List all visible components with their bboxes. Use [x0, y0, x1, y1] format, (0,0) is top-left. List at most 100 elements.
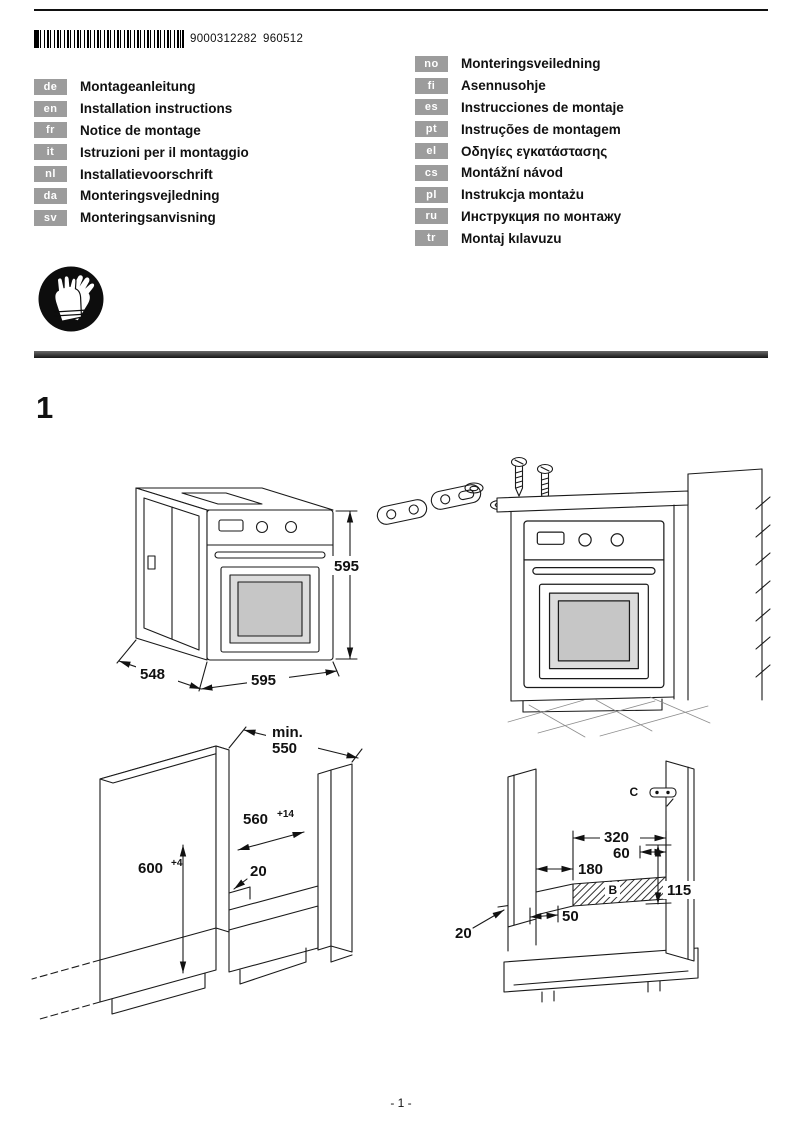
language-row: fi Asennusohje	[415, 75, 624, 97]
language-code-badge: da	[34, 187, 67, 204]
figure-1-diagrams: 595 595 548	[31, 456, 771, 1020]
language-code-badge: ru	[415, 208, 448, 225]
gloves-glyph	[53, 275, 95, 322]
language-title: Инструкция по монтажу	[461, 208, 622, 224]
installed-oven-front	[523, 520, 665, 689]
page-number: - 1 -	[390, 1096, 412, 1110]
dim-60: 60	[613, 845, 630, 862]
language-title: Montaj kılavuzu	[461, 230, 562, 246]
language-row: tr Montaj kılavuzu	[415, 227, 624, 249]
language-title: Monteringsveiledning	[461, 56, 601, 72]
niche-dimension-drawing: min. 550 560 +14 20 600 +4	[31, 722, 363, 1020]
oven-side-latch	[147, 555, 156, 570]
barcode	[34, 30, 184, 48]
barcode-number: 9000312282	[190, 33, 257, 45]
dim-rear-gap: 20	[250, 863, 267, 880]
language-code-badge: es	[415, 99, 448, 116]
language-title: Installation instructions	[80, 101, 233, 117]
language-title: Instrukcja montażu	[461, 187, 585, 203]
language-title: Asennusohje	[461, 78, 546, 94]
language-title: Οδηγίες εγκατάστασης	[461, 143, 608, 159]
oven-top-vent	[181, 492, 263, 505]
language-row: es Instrucciones de montaje	[415, 97, 624, 119]
bracket-detail-icon	[649, 787, 677, 798]
language-code-badge: fr	[34, 122, 67, 139]
language-row: pt Instruções de montagem	[415, 118, 624, 140]
top-rule	[34, 9, 768, 11]
language-title: Monteringsvejledning	[80, 188, 220, 204]
label-c: C	[630, 785, 639, 799]
cabinet-right-wall	[317, 769, 332, 951]
language-row: en Installation instructions	[34, 98, 249, 120]
oven-dimension-drawing: 595 595 548	[116, 487, 368, 692]
language-code-badge: it	[34, 144, 67, 161]
figure-number: 1	[36, 390, 54, 425]
language-code-badge: tr	[415, 230, 448, 247]
language-row: nl Installatievoorschrift	[34, 163, 249, 185]
niche-rear-detail-drawing: C 320 60 180 115	[455, 760, 699, 1003]
wall-hatching	[755, 496, 771, 678]
mounting-hardware-drawing	[376, 456, 554, 525]
dim-niche-depth: 560	[243, 811, 268, 828]
language-list-right: no Monteringsveiledning fi Asennusohje e…	[415, 53, 624, 249]
dim-niche-height-tolerance: +4	[171, 858, 183, 869]
language-title: Installatievoorschrift	[80, 166, 213, 182]
language-title: Instruções de montagem	[461, 121, 621, 137]
dim-min-width: 550	[272, 740, 297, 757]
language-title: Istruzioni per il montaggio	[80, 144, 249, 160]
language-code-badge: pl	[415, 186, 448, 203]
language-row: no Monteringsveiledning	[415, 53, 624, 75]
language-row: sv Monteringsanvisning	[34, 207, 249, 229]
left-side-panel	[507, 768, 537, 928]
language-code-badge: sv	[34, 209, 67, 226]
oven-side-panel	[143, 497, 200, 651]
continuation-dashed-line	[31, 959, 101, 980]
language-row: da Monteringsvejledning	[34, 185, 249, 207]
dim-oven-depth: 548	[140, 666, 165, 683]
language-title: Montážní návod	[461, 165, 563, 181]
language-title: Montageanleitung	[80, 79, 196, 95]
language-row: ru Инструкция по монтажу	[415, 206, 624, 228]
language-code-badge: nl	[34, 166, 67, 183]
language-code-badge: fi	[415, 77, 448, 94]
installed-oven-drawing	[496, 468, 771, 738]
section-divider-bar	[34, 351, 768, 358]
language-row: de Montageanleitung	[34, 76, 249, 98]
countertop	[496, 490, 689, 513]
dim-min-label: min.	[272, 724, 303, 741]
language-row: fr Notice de montage	[34, 120, 249, 142]
language-code-badge: el	[415, 143, 448, 160]
language-row: it Istruzioni per il montaggio	[34, 141, 249, 163]
dim-20: 20	[455, 925, 472, 942]
mounting-bracket	[376, 499, 428, 525]
language-row: cs Montážní návod	[415, 162, 624, 184]
washer	[464, 482, 484, 494]
mounting-bracket	[430, 484, 482, 510]
floor-tiles	[507, 696, 711, 738]
base-platform	[503, 947, 699, 993]
dim-oven-width: 595	[251, 672, 276, 689]
protective-gloves-icon	[38, 266, 104, 332]
label-b: B	[609, 883, 618, 897]
oven-front-face	[206, 509, 334, 661]
language-row: pl Instrukcja montażu	[415, 184, 624, 206]
dim-180: 180	[578, 861, 603, 878]
screw	[510, 456, 528, 497]
dim-320: 320	[604, 829, 629, 846]
language-row: el Οδηγίες εγκατάστασης	[415, 140, 624, 162]
language-title: Monteringsanvisning	[80, 210, 216, 226]
language-list-left: de Montageanleitung en Installation inst…	[34, 76, 249, 229]
language-code-badge: no	[415, 55, 448, 72]
dim-50: 50	[562, 908, 579, 925]
language-title: Instrucciones de montaje	[461, 99, 624, 115]
dim-oven-height: 595	[334, 558, 359, 575]
dim-115: 115	[667, 882, 691, 899]
language-code-badge: cs	[415, 164, 448, 181]
language-title: Notice de montage	[80, 122, 201, 138]
language-code-badge: de	[34, 78, 67, 95]
language-code-badge: pt	[415, 121, 448, 138]
dim-niche-height: 600	[138, 860, 163, 877]
print-code: 960512	[263, 33, 304, 45]
language-code-badge: en	[34, 100, 67, 117]
